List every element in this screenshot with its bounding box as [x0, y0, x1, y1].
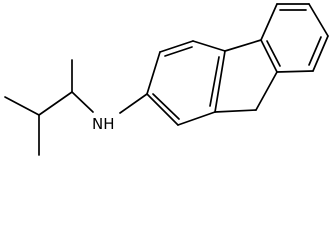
bond-ch-methyl-left: [4, 96, 40, 116]
chemical-structure-diagram: NH: [4, 3, 329, 156]
bond-r6: [260, 3, 278, 41]
double-bond-l1: [209, 56, 220, 107]
hydrogen-symbol: H: [103, 115, 114, 133]
bond-l5: [146, 93, 179, 126]
bond-l2: [192, 40, 226, 52]
bond-n-ch: [71, 91, 94, 113]
bond-c-n: [119, 93, 148, 114]
bond-r4: [276, 70, 314, 73]
alkyl-substituent: [4, 59, 94, 156]
double-bond-r5: [266, 40, 281, 67]
bond-f3-ch2: [214, 109, 257, 113]
right-benzene-ring: [260, 3, 329, 73]
bond-r5: [260, 39, 278, 73]
bond-l1: [214, 50, 226, 113]
bond-f2: [255, 71, 278, 111]
bond-l3: [159, 40, 194, 53]
nitrogen-symbol: N: [92, 115, 103, 133]
left-benzene-ring: [146, 40, 226, 126]
nh-label: NH: [92, 115, 115, 133]
bond-ch-ch: [38, 91, 73, 116]
double-bond-l3: [164, 46, 193, 57]
bond-r3: [312, 35, 329, 72]
bond-l6: [177, 111, 216, 126]
bond-l4: [146, 51, 161, 95]
bond-r2: [308, 3, 329, 37]
five-membered-ring: [214, 39, 278, 113]
bond-f1: [224, 39, 262, 52]
double-bond-r3: [308, 36, 322, 66]
double-bond-l5: [152, 93, 180, 120]
